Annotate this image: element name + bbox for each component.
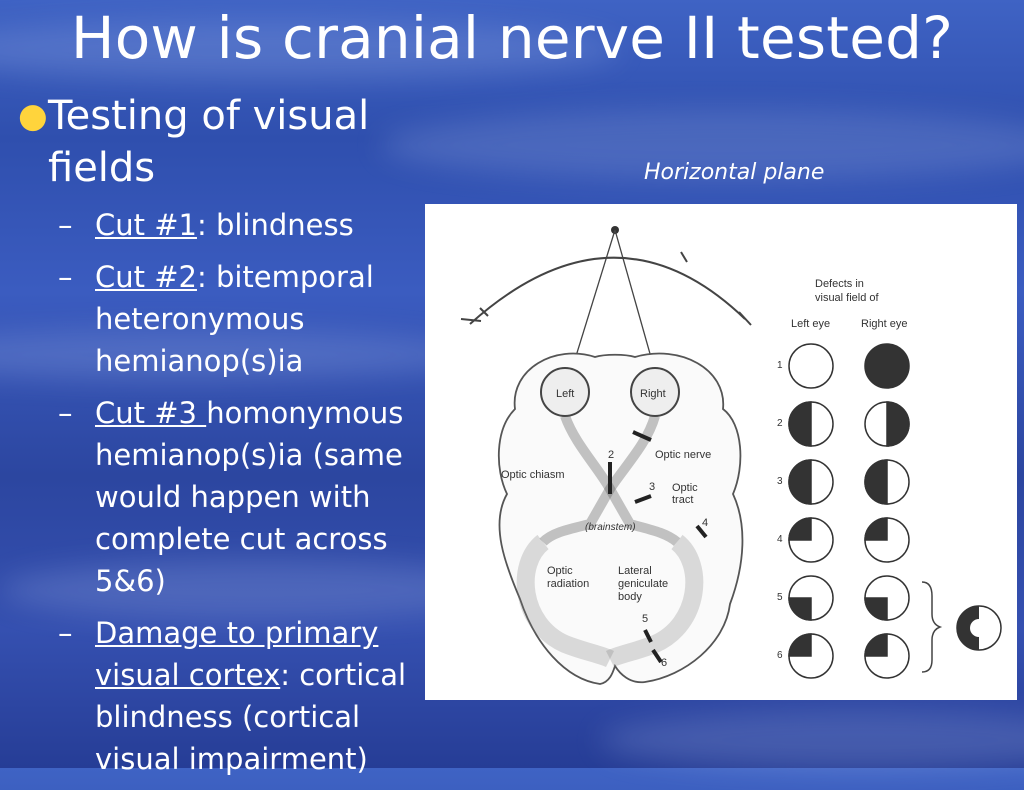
- left-field-1: [788, 343, 834, 389]
- left-eye-label: Left: [556, 388, 574, 400]
- slide-title: How is cranial nerve II tested?: [70, 4, 954, 72]
- optic-tract-label-2: tract: [672, 494, 693, 506]
- left-eyeball: [540, 367, 590, 417]
- right-eye-label: Right: [640, 388, 666, 400]
- lgb-label-2: geniculate: [618, 578, 668, 590]
- brainstem-label: (brainstem): [585, 522, 636, 533]
- left-eye-column-header: Left eye: [791, 318, 830, 330]
- lgb-label-1: Lateral: [618, 565, 652, 577]
- cut-number-4: 4: [702, 517, 708, 529]
- left-field-2: [788, 401, 812, 447]
- cut-2-text: : bitemporal heteronymous hemianop(s)ia: [95, 260, 374, 378]
- defects-header-1: Defects in: [815, 278, 864, 290]
- optic-radiation-label-2: radiation: [547, 578, 589, 590]
- cut-number-5: 5: [642, 613, 648, 625]
- sub-item-visual-cortex: –Damage to primary visual cortex: cortic…: [58, 616, 407, 776]
- row-number-3: 3: [777, 476, 783, 487]
- optic-radiation-left: [516, 534, 615, 668]
- cut-3-link[interactable]: Cut #3: [95, 396, 207, 430]
- optic-chiasm-label: Optic chiasm: [501, 469, 565, 481]
- left-field-3: [788, 459, 812, 505]
- bullet-icon: ●: [18, 96, 48, 136]
- row-number-4: 4: [777, 534, 783, 545]
- sub-bullet-list: –Cut #1: blindness –Cut #2: bitemporal h…: [58, 204, 418, 790]
- row-number-6: 6: [777, 650, 783, 661]
- visual-field-arc: [469, 256, 746, 325]
- row-number-2: 2: [777, 418, 783, 429]
- right-field-3: [864, 459, 888, 505]
- right-field-1: [864, 343, 910, 389]
- sub-item-cut-3: –Cut #3 homonymous hemianop(s)ia (same w…: [58, 396, 404, 598]
- sub-item-cut-1: –Cut #1: blindness: [58, 208, 354, 242]
- row-number-5: 5: [777, 592, 783, 603]
- right-eyeball: [630, 367, 680, 417]
- grouping-brace: [921, 581, 943, 673]
- cut-1-text: : blindness: [196, 208, 354, 242]
- right-field-5: [864, 597, 888, 621]
- visual-cortex-link[interactable]: Damage to primary visual cortex: [95, 616, 379, 692]
- cut-1-link[interactable]: Cut #1: [95, 208, 197, 242]
- right-field-4: [864, 517, 888, 541]
- lgb-label-3: body: [618, 591, 642, 603]
- optic-radiation-label-1: Optic: [547, 565, 573, 577]
- sub-item-cut-2: –Cut #2: bitemporal heteronymous hemiano…: [58, 260, 374, 378]
- horizontal-plane-label: Horizontal plane: [644, 160, 825, 185]
- main-bullet-text: Testing of visual fields: [48, 93, 370, 191]
- row-number-1: 1: [777, 360, 783, 371]
- cut-number-2: 2: [608, 449, 614, 461]
- right-eye-column-header: Right eye: [861, 318, 907, 330]
- visual-pathway-diagram: Left Right Optic chiasm Optic nerve Opti…: [425, 204, 1017, 700]
- cut-2-link[interactable]: Cut #2: [95, 260, 197, 294]
- right-field-2: [886, 401, 910, 447]
- brain-outline: [497, 352, 744, 685]
- defects-header-2: visual field of: [815, 292, 880, 304]
- macular-sparing-field: [957, 606, 979, 650]
- cut-number-3: 3: [649, 481, 655, 493]
- optic-nerve-label: Optic nerve: [655, 449, 711, 461]
- optic-tract-label-1: Optic: [672, 482, 698, 494]
- left-field-6: [788, 633, 812, 657]
- cut-number-6: 6: [661, 657, 667, 669]
- optic-radiation-right: [605, 534, 704, 668]
- cut-3-text: homonymous hemianop(s)ia (same would hap…: [95, 396, 404, 598]
- left-field-4: [788, 517, 812, 541]
- left-field-5: [788, 597, 812, 621]
- right-field-6: [864, 633, 888, 657]
